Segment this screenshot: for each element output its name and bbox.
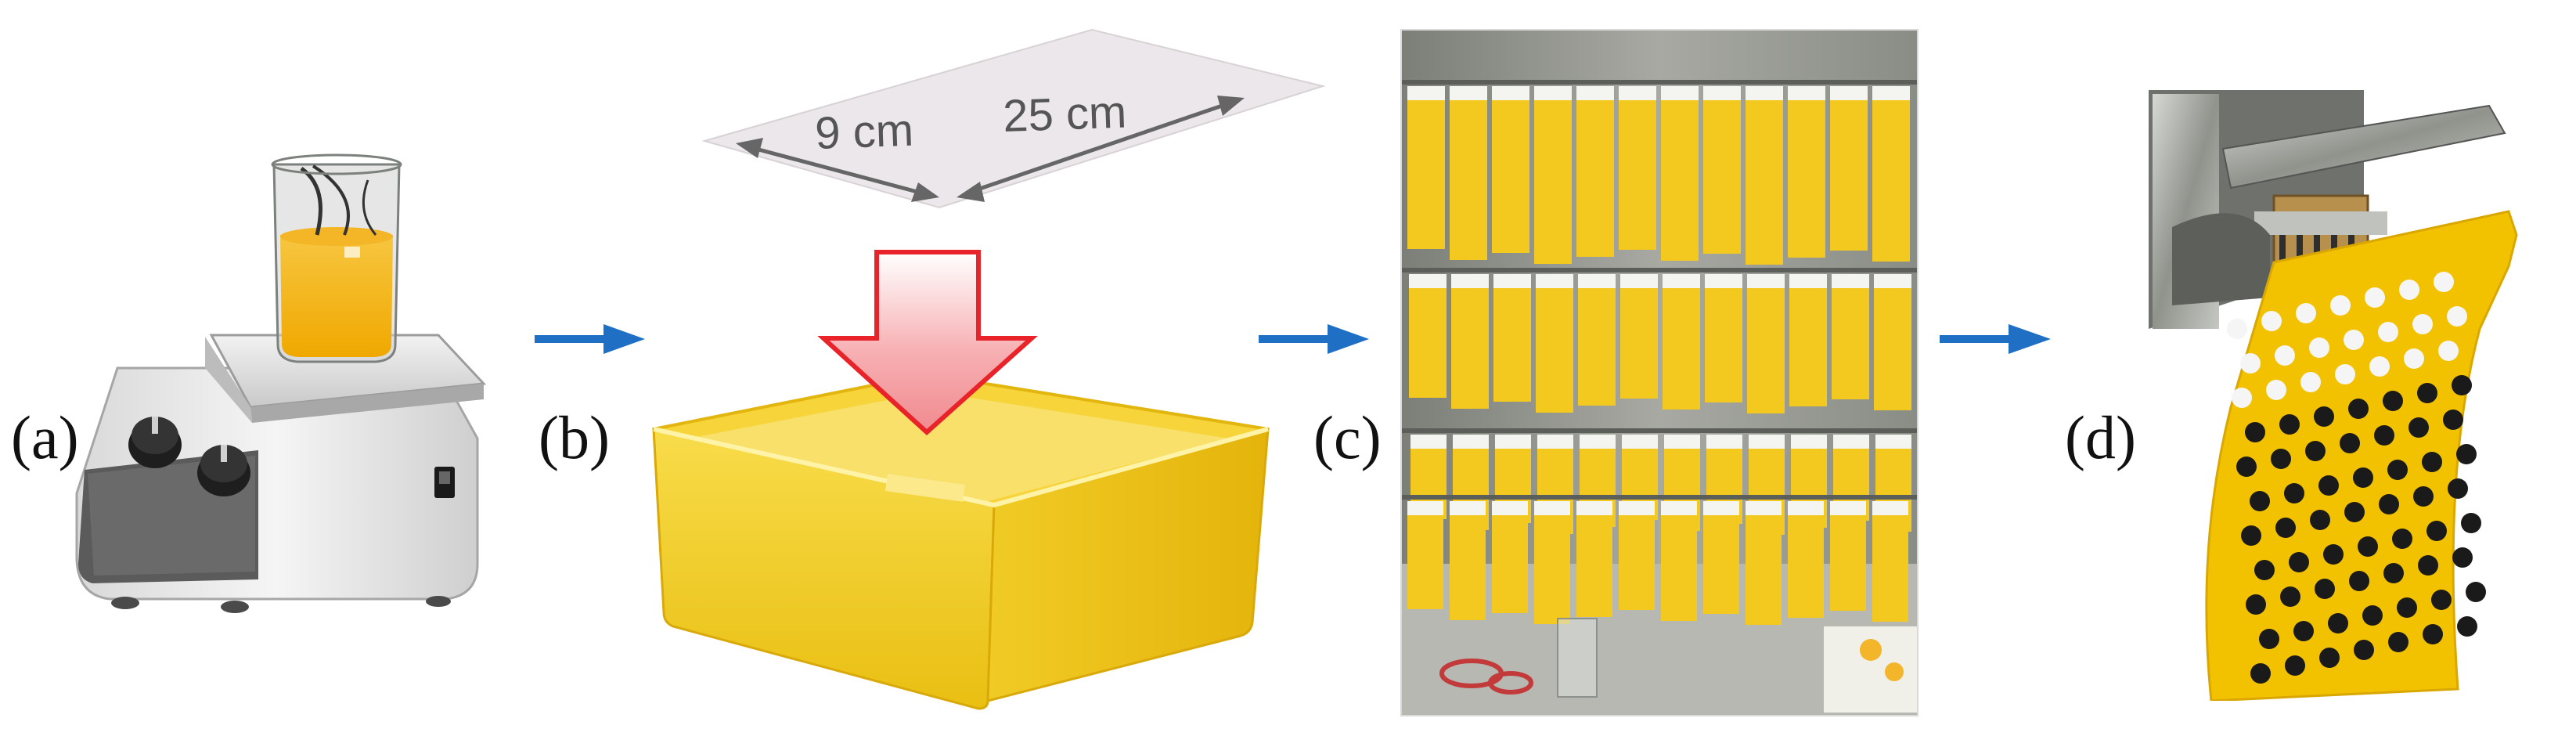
- drying-strip: [1746, 86, 1783, 265]
- panel-label-b: (b): [539, 403, 610, 471]
- drying-strip: [1493, 274, 1531, 402]
- drying-rack-photo: [1401, 30, 1918, 716]
- right-knob-icon: [197, 445, 250, 496]
- drying-strip: [1534, 501, 1570, 624]
- drying-strip: [1703, 86, 1741, 254]
- drying-strip: [1661, 86, 1699, 261]
- drying-strip: [1705, 274, 1742, 402]
- drying-strip: [1872, 86, 1910, 262]
- drying-strip: [1874, 274, 1911, 410]
- drying-strip: [1746, 501, 1782, 625]
- strip-row: [1401, 80, 1918, 265]
- sheet-and-tray: 9 cm 25 cm: [652, 28, 1326, 710]
- drying-strip: [1832, 274, 1869, 399]
- length-dimension-arrow: [957, 96, 1245, 202]
- photo-frame-c: [1400, 29, 1918, 716]
- drying-strip: [1663, 274, 1700, 410]
- drying-strip: [1788, 86, 1825, 258]
- drying-strip: [1747, 274, 1785, 413]
- hole-punching-photo: [2149, 90, 2532, 701]
- drying-strip: [1407, 86, 1445, 249]
- drying-strip: [1407, 501, 1443, 609]
- drying-strip: [1451, 274, 1489, 409]
- panel-label-d: (d): [2065, 403, 2136, 471]
- width-dimension-arrow: [736, 138, 939, 202]
- film-sheet: [701, 28, 1326, 209]
- panel-label-a: (a): [11, 403, 79, 471]
- punched-holes: [2227, 272, 2486, 684]
- drying-strip: [1872, 501, 1908, 622]
- drying-strip: [1788, 501, 1824, 618]
- beaker-icon: [271, 153, 402, 363]
- drying-strip: [1703, 501, 1739, 614]
- drying-strip: [1661, 501, 1697, 621]
- drying-strip: [1576, 501, 1612, 617]
- right-arrow-icon: [1940, 324, 2051, 354]
- down-arrow-icon: [817, 250, 1038, 436]
- drying-strip: [1450, 86, 1487, 260]
- drying-strip: [1619, 501, 1655, 610]
- panel-label-c: (c): [1313, 403, 1382, 471]
- drying-strip: [1576, 86, 1614, 257]
- right-arrow-icon: [535, 324, 645, 354]
- drying-strip: [1492, 86, 1529, 253]
- drying-strip: [1619, 86, 1656, 250]
- drying-strip: [1578, 274, 1616, 406]
- drying-strip: [1534, 86, 1572, 264]
- drying-strip: [1536, 274, 1573, 413]
- left-knob-icon: [128, 417, 182, 468]
- drying-strip: [1789, 274, 1827, 406]
- drying-strip: [1450, 501, 1486, 620]
- length-label: 25 cm: [1002, 87, 1127, 142]
- width-label: 9 cm: [814, 105, 914, 159]
- drying-strip: [1830, 86, 1868, 251]
- drying-strip: [1620, 274, 1658, 399]
- drying-strip: [1830, 501, 1866, 611]
- drying-strip: [1409, 274, 1447, 398]
- right-arrow-icon: [1259, 324, 1369, 354]
- drying-strip: [1492, 501, 1528, 613]
- hot-plate-stirrer: [75, 153, 487, 613]
- tray: [652, 372, 1270, 710]
- strip-row: [1401, 268, 1918, 413]
- strip-row: [1401, 495, 1918, 625]
